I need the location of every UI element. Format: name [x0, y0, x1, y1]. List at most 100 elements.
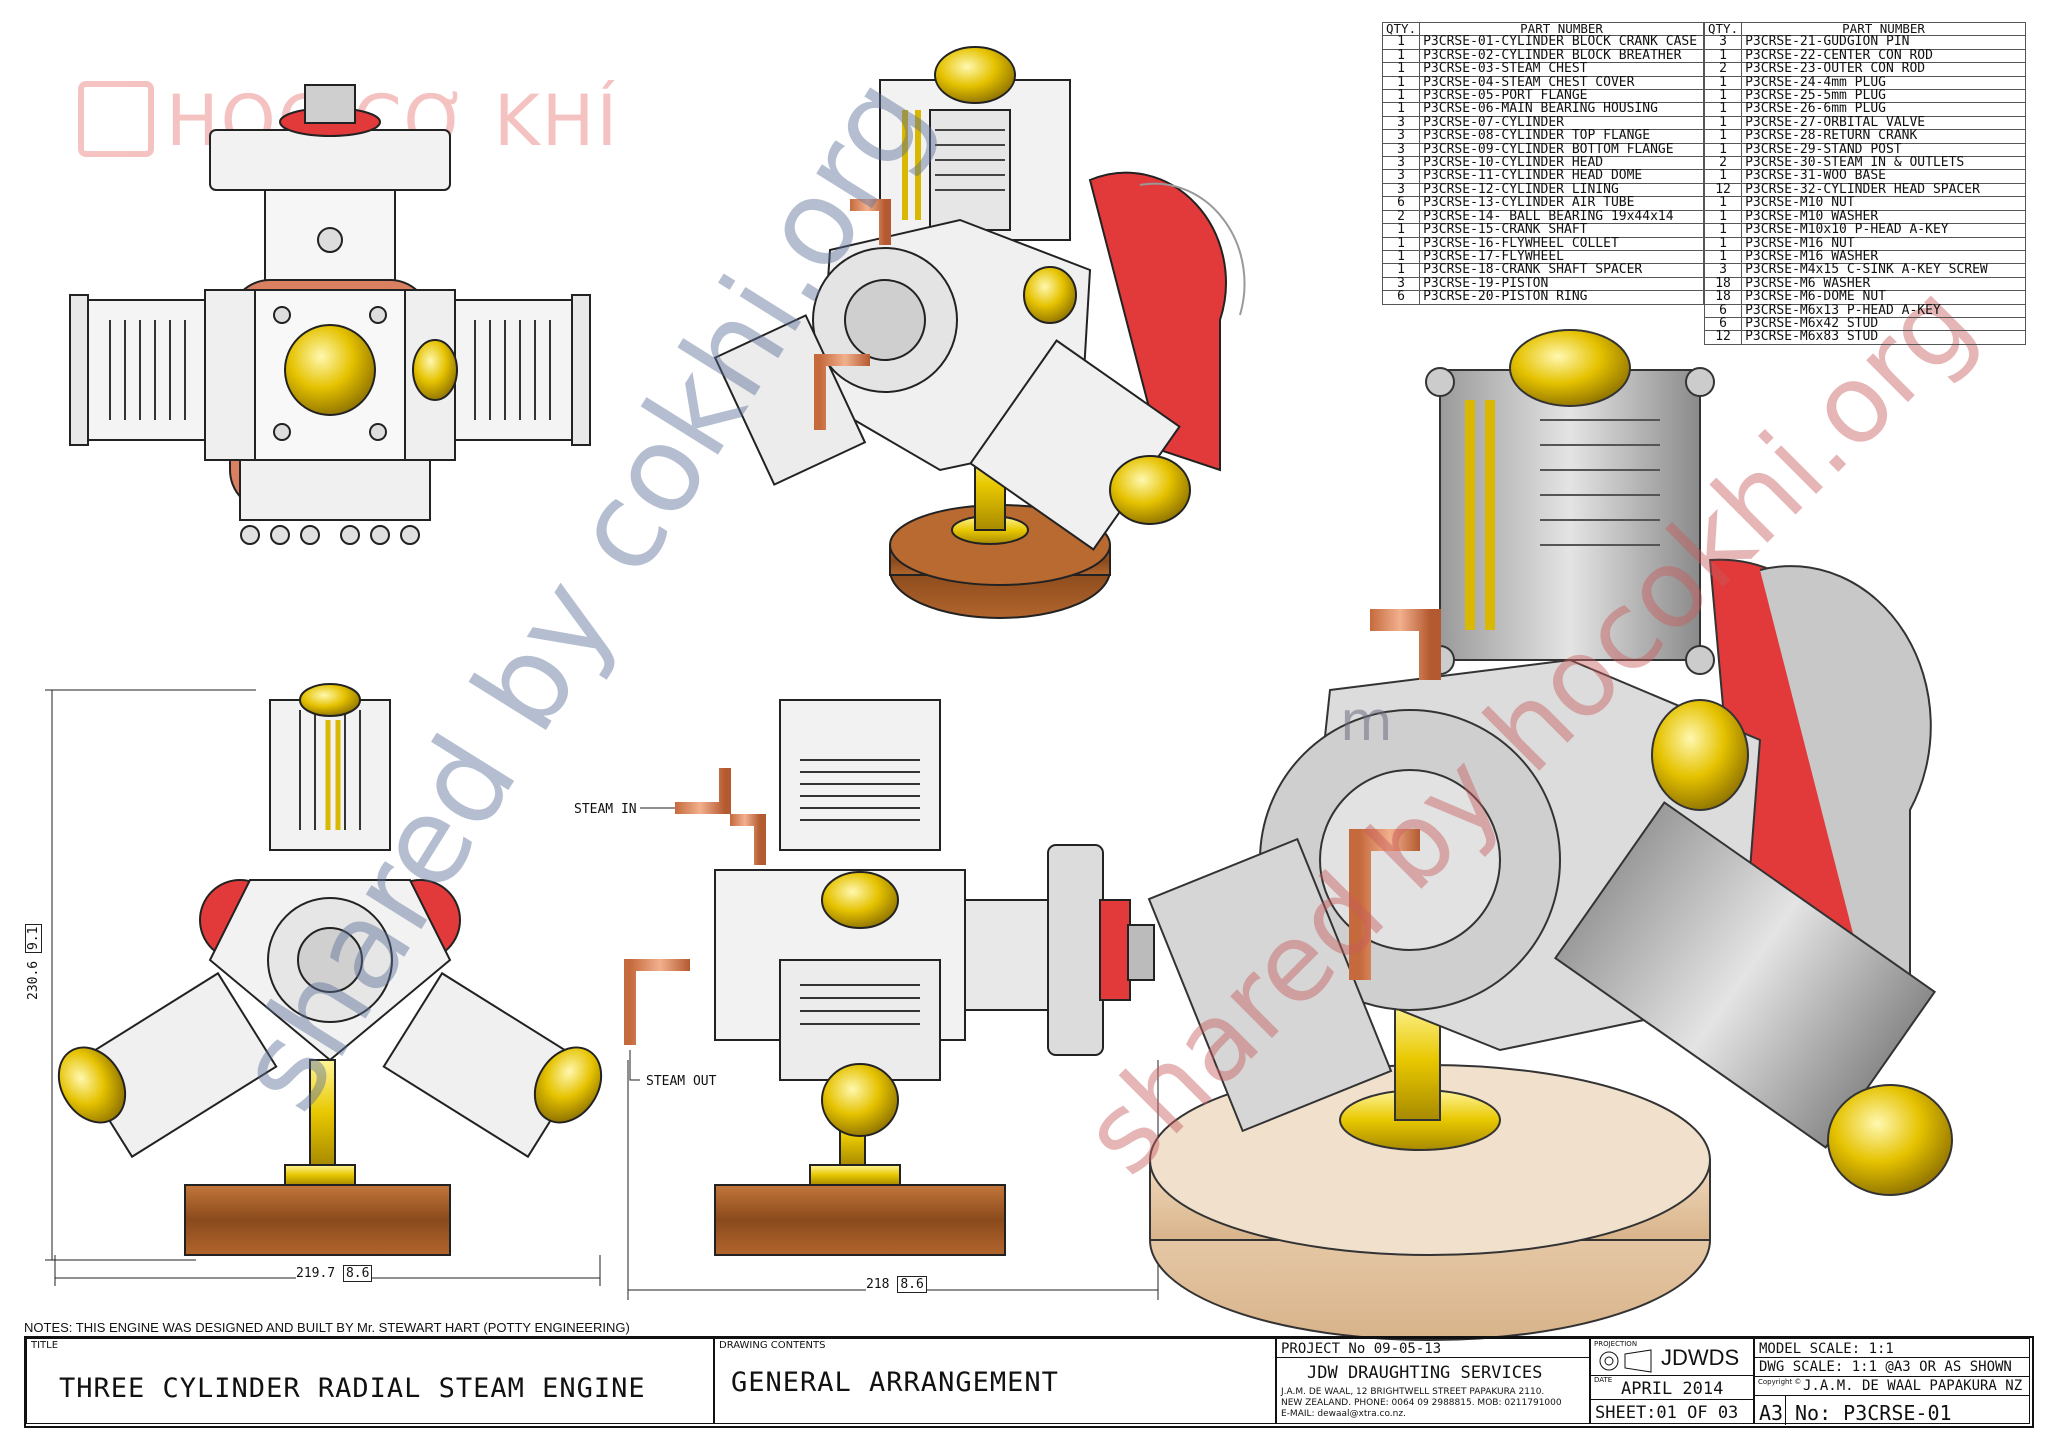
scale-divider-3: [1755, 1395, 2029, 1396]
copyright-label: Copyright ©: [1758, 1378, 1802, 1386]
side-elevation: [624, 699, 1155, 1256]
parts-qty: 6: [1381, 290, 1421, 305]
steam-in-label: STEAM IN: [574, 802, 637, 817]
parts-number: P3CRSE-24-4mm PLUG: [1741, 75, 2026, 91]
dimension-height-value: 230.6: [26, 960, 41, 1000]
parts-number: P3CRSE-14- BALL BEARING 19x44x14: [1419, 209, 1704, 225]
parts-number: P3CRSE-M6-DOME NUT: [1741, 290, 2026, 305]
copyright-text: J.A.M. DE WAAL PAPAKURA NZ: [1803, 1378, 2023, 1394]
dwg-scale: DWG SCALE: 1:1 @A3 OR AS SHOWN: [1759, 1359, 2012, 1375]
drawing-contents: GENERAL ARRANGEMENT: [731, 1367, 1059, 1398]
parts-number: P3CRSE-M10x10 P-HEAD A-KEY: [1741, 223, 2026, 238]
parts-number: P3CRSE-21-GUDGION PIN: [1741, 35, 2026, 50]
parts-qty: 12: [1703, 330, 1743, 345]
date-label: DATE: [1594, 1376, 1613, 1384]
parts-number: P3CRSE-M6x42 STUD: [1741, 317, 2026, 332]
parts-number: P3CRSE-07-CYLINDER: [1419, 116, 1704, 131]
parts-number: P3CRSE-M10 WASHER: [1741, 209, 2026, 225]
projection-divider: [1591, 1375, 1753, 1376]
front-view-top: [69, 84, 591, 600]
sheet-size: A3: [1759, 1401, 1784, 1425]
parts-number: P3CRSE-31-WOO BASE: [1741, 169, 2026, 184]
date-divider: [1591, 1399, 1753, 1400]
parts-qty: 1: [1703, 169, 1743, 184]
project-number: PROJECT No 09-05-13: [1281, 1341, 1442, 1357]
projection-label: PROJECTION: [1594, 1340, 1638, 1348]
parts-qty: 1: [1703, 223, 1743, 238]
dimension-width-side-value: 218: [866, 1277, 890, 1292]
parts-number: P3CRSE-20-PISTON RING: [1419, 290, 1704, 305]
parts-number: P3CRSE-12-CYLINDER LINING: [1419, 183, 1704, 198]
model-scale: MODEL SCALE: 1:1: [1759, 1341, 1894, 1357]
dimension-height-tol: 9.1: [25, 923, 42, 954]
parts-number: P3CRSE-13-CYLINDER AIR TUBE: [1419, 196, 1704, 211]
company-email: E-MAIL: dewaal@xtra.co.nz.: [1281, 1409, 1406, 1419]
parts-qty: 1: [1703, 196, 1743, 211]
size-divider: [1785, 1395, 1786, 1425]
parts-number: P3CRSE-M4x15 C-SINK A-KEY SCREW: [1741, 263, 2026, 278]
title-cell: TITLE THREE CYLINDER RADIAL STEAM ENGINE: [26, 1338, 714, 1424]
parts-number: P3CRSE-M6x83 STUD: [1741, 330, 2026, 345]
drawing-notes: NOTES: THIS ENGINE WAS DESIGNED AND BUIL…: [24, 1320, 630, 1335]
dimension-width-side-tol: 8.6: [897, 1276, 927, 1293]
dimension-width-side: 218 8.6: [866, 1276, 927, 1293]
company-address-2: NEW ZEALAND. PHONE: 0064 09 2988815. MOB…: [1281, 1398, 1562, 1408]
scale-divider-2: [1755, 1376, 2029, 1377]
steam-out-label: STEAM OUT: [646, 1074, 717, 1089]
company-cell: PROJECT No 09-05-13 JDW DRAUGHTING SERVI…: [1276, 1338, 1590, 1424]
dimension-height: 230.6 9.1: [25, 923, 42, 1000]
parts-number: P3CRSE-23-OUTER CON ROD: [1741, 62, 2026, 77]
isometric-view-small: [713, 46, 1246, 619]
scale-cell: MODEL SCALE: 1:1 DWG SCALE: 1:1 @A3 OR A…: [1754, 1338, 2030, 1425]
contents-cell: DRAWING CONTENTS GENERAL ARRANGEMENT: [714, 1338, 1276, 1424]
parts-number: P3CRSE-10-CYLINDER HEAD: [1419, 156, 1704, 171]
parts-right-qty-header: QTY.: [1703, 21, 1743, 37]
isometric-render-large: [1147, 329, 1953, 1341]
drawing-title: THREE CYLINDER RADIAL STEAM ENGINE: [59, 1373, 646, 1404]
projection-cell: PROJECTION JDWDS DATE APRIL 2014 SHEET:0…: [1590, 1338, 1754, 1424]
drawing-date: APRIL 2014: [1621, 1379, 1724, 1399]
scale-divider-1: [1755, 1357, 2029, 1358]
company-divider: [1277, 1357, 1589, 1358]
jdwds-logo: JDWDS: [1661, 1345, 1740, 1370]
dimension-width-front-value: 219.7: [296, 1266, 336, 1281]
dimension-width-front: 219.7 8.6: [296, 1265, 373, 1282]
dimension-width-front-tol: 8.6: [342, 1265, 373, 1282]
title-label: TITLE: [31, 1340, 59, 1351]
parts-number: P3CRSE-M6x13 P-HEAD A-KEY: [1741, 303, 2026, 318]
title-block: TITLE THREE CYLINDER RADIAL STEAM ENGINE…: [24, 1336, 2034, 1428]
parts-number: P3CRSE-18-CRANK SHAFT SPACER: [1419, 263, 1704, 278]
company-address-1: J.A.M. DE WAAL, 12 BRIGHTWELL STREET PAP…: [1281, 1387, 1545, 1397]
parts-number: P3CRSE-32-CYLINDER HEAD SPACER: [1741, 183, 2026, 198]
parts-number: P3CRSE-30-STEAM IN & OUTLETS: [1741, 156, 2026, 171]
parts-number: P3CRSE-M16 NUT: [1741, 236, 2026, 251]
parts-number: P3CRSE-15-CRANK SHAFT: [1419, 223, 1704, 238]
company-name: JDW DRAUGHTING SERVICES: [1307, 1363, 1543, 1383]
